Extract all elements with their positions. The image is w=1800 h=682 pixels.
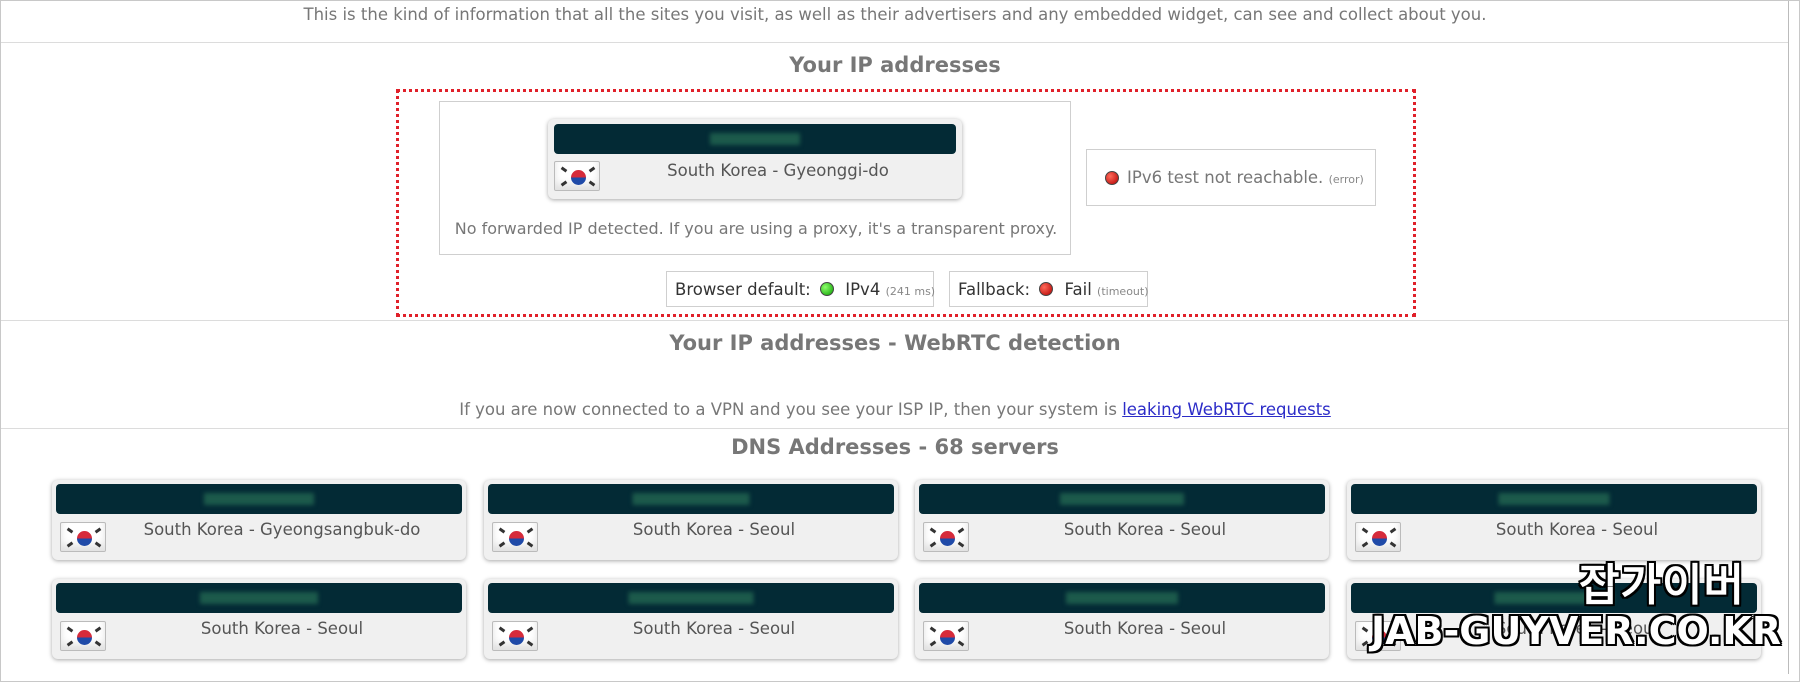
browser-default-label: Browser default: [675, 280, 811, 299]
forwarded-ip-note: No forwarded IP detected. If you are usi… [454, 219, 1058, 238]
south-korea-flag-icon [60, 621, 106, 651]
browser-default-value: IPv4 [845, 280, 881, 299]
webrtc-note-text: If you are now connected to a VPN and yo… [459, 400, 1117, 419]
dns-server-card: South Korea - Seoul [52, 579, 466, 659]
divider [1, 42, 1788, 43]
fail-status-icon [1039, 282, 1054, 296]
ipv6-note: (error) [1328, 173, 1364, 186]
success-status-icon [819, 282, 834, 296]
leaking-webrtc-link[interactable]: leaking WebRTC requests [1122, 400, 1331, 419]
browser-default-status: Browser default: IPv4 (241 ms) [666, 271, 936, 307]
ipv6-text: IPv6 test not reachable. [1127, 168, 1324, 187]
blurred-ip [710, 133, 800, 145]
dns-location: South Korea - Seoul [632, 520, 796, 539]
fallback-status: Fallback: Fail (timeout) [949, 271, 1149, 307]
dns-ip-bar[interactable] [1351, 583, 1757, 613]
south-korea-flag-icon [923, 621, 969, 651]
watermark-english: JAB-GUYVER.CO.KR [1371, 609, 1782, 653]
dns-ip-bar[interactable] [488, 484, 894, 514]
webrtc-section-title: Your IP addresses - WebRTC detection [669, 331, 1121, 355]
fallback-note: (timeout) [1097, 285, 1149, 298]
south-korea-flag-icon [923, 522, 969, 552]
dns-ip-bar[interactable] [56, 484, 462, 514]
dns-location: South Korea - Seoul [1495, 619, 1659, 638]
blurred-ip [1498, 493, 1610, 505]
watermark-korean: 잡가이버 [1579, 560, 1745, 611]
dns-server-card: South Korea - Seoul [484, 579, 898, 659]
dns-server-card: South Korea - Seoul [1347, 480, 1761, 560]
dns-ip-bar[interactable] [919, 484, 1325, 514]
error-status-icon [1105, 171, 1119, 185]
ip-section-title: Your IP addresses [789, 53, 1001, 77]
dns-location: South Korea - Gyeongsangbuk-do [143, 520, 421, 539]
south-korea-flag-icon [554, 161, 600, 191]
south-korea-flag-icon [492, 522, 538, 552]
ip-card: South Korea - Gyeonggi-do [548, 119, 962, 199]
dns-ip-bar[interactable] [1351, 484, 1757, 514]
divider [1, 320, 1788, 321]
blurred-ip [628, 592, 754, 604]
dns-section-title: DNS Addresses - 68 servers [731, 435, 1059, 459]
webrtc-note: If you are now connected to a VPN and yo… [1, 400, 1788, 419]
blurred-ip [200, 592, 318, 604]
dns-location: South Korea - Seoul [200, 619, 364, 638]
dns-server-card: South Korea - Seoul [484, 480, 898, 560]
south-korea-flag-icon [492, 621, 538, 651]
dns-location: South Korea - Seoul [632, 619, 796, 638]
dns-ip-bar[interactable] [488, 583, 894, 613]
south-korea-flag-icon [60, 522, 106, 552]
dns-server-card: South Korea - Seoul [915, 579, 1329, 659]
blurred-ip [1494, 592, 1614, 604]
blurred-ip [632, 493, 750, 505]
south-korea-flag-icon [1355, 621, 1401, 651]
browser-default-note: (241 ms) [885, 285, 936, 298]
dns-server-card: South Korea - Seoul [1347, 579, 1761, 659]
highlight-box [396, 89, 1416, 317]
dns-ip-bar[interactable] [56, 583, 462, 613]
blurred-ip [204, 493, 314, 505]
dns-server-card: South Korea - Gyeongsangbuk-do [52, 480, 466, 560]
intro-text: This is the kind of information that all… [303, 5, 1487, 24]
fallback-value: Fail [1064, 280, 1092, 299]
ip-panel: South Korea - Gyeonggi-do No forwarded I… [439, 101, 1071, 255]
dns-location: South Korea - Seoul [1063, 520, 1227, 539]
dns-location: South Korea - Seoul [1495, 520, 1659, 539]
dns-ip-bar[interactable] [919, 583, 1325, 613]
ipv6-status: IPv6 test not reachable. (error) [1086, 149, 1376, 206]
ipv6-text-wrap: IPv6 test not reachable. (error) [1127, 168, 1364, 187]
blurred-ip [1066, 592, 1178, 604]
fallback-label: Fallback: [958, 280, 1031, 299]
dns-server-card: South Korea - Seoul [915, 480, 1329, 560]
ip-location: South Korea - Gyeonggi-do [667, 161, 889, 180]
south-korea-flag-icon [1355, 522, 1401, 552]
blurred-ip [1060, 493, 1184, 505]
dns-location: South Korea - Seoul [1063, 619, 1227, 638]
divider [1, 428, 1788, 429]
ip-address-bar[interactable] [554, 124, 956, 154]
